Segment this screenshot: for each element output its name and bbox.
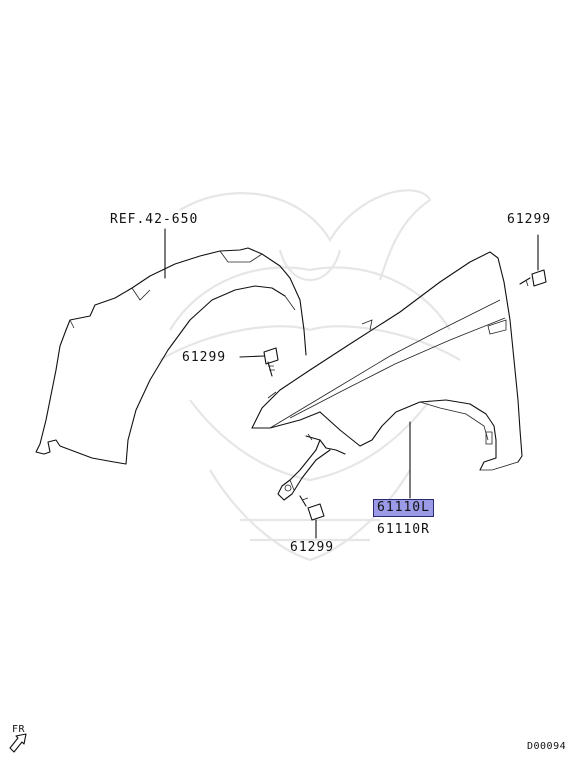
front-indicator-label: FR [12, 724, 26, 735]
ref-label: REF.42-650 [110, 212, 199, 227]
inner-fender-liner [35, 228, 307, 465]
part-number-fender-left[interactable]: 61110L [373, 499, 434, 517]
bolt-top-right-icon [519, 234, 547, 287]
bolt-bottom-icon [299, 495, 325, 539]
part-number-bolt-top-right: 61299 [507, 212, 552, 227]
bolt-left-icon [239, 347, 279, 377]
part-number-bolt-bottom: 61299 [290, 540, 335, 555]
part-number-fender-right: 61110R [377, 522, 430, 537]
part-number-bolt-left: 61299 [182, 350, 227, 365]
diagram-code: D00094 [527, 741, 567, 752]
front-fender-panel [251, 251, 523, 501]
front-direction-arrow-icon [9, 733, 27, 753]
samurai-helmet-watermark [159, 189, 461, 562]
